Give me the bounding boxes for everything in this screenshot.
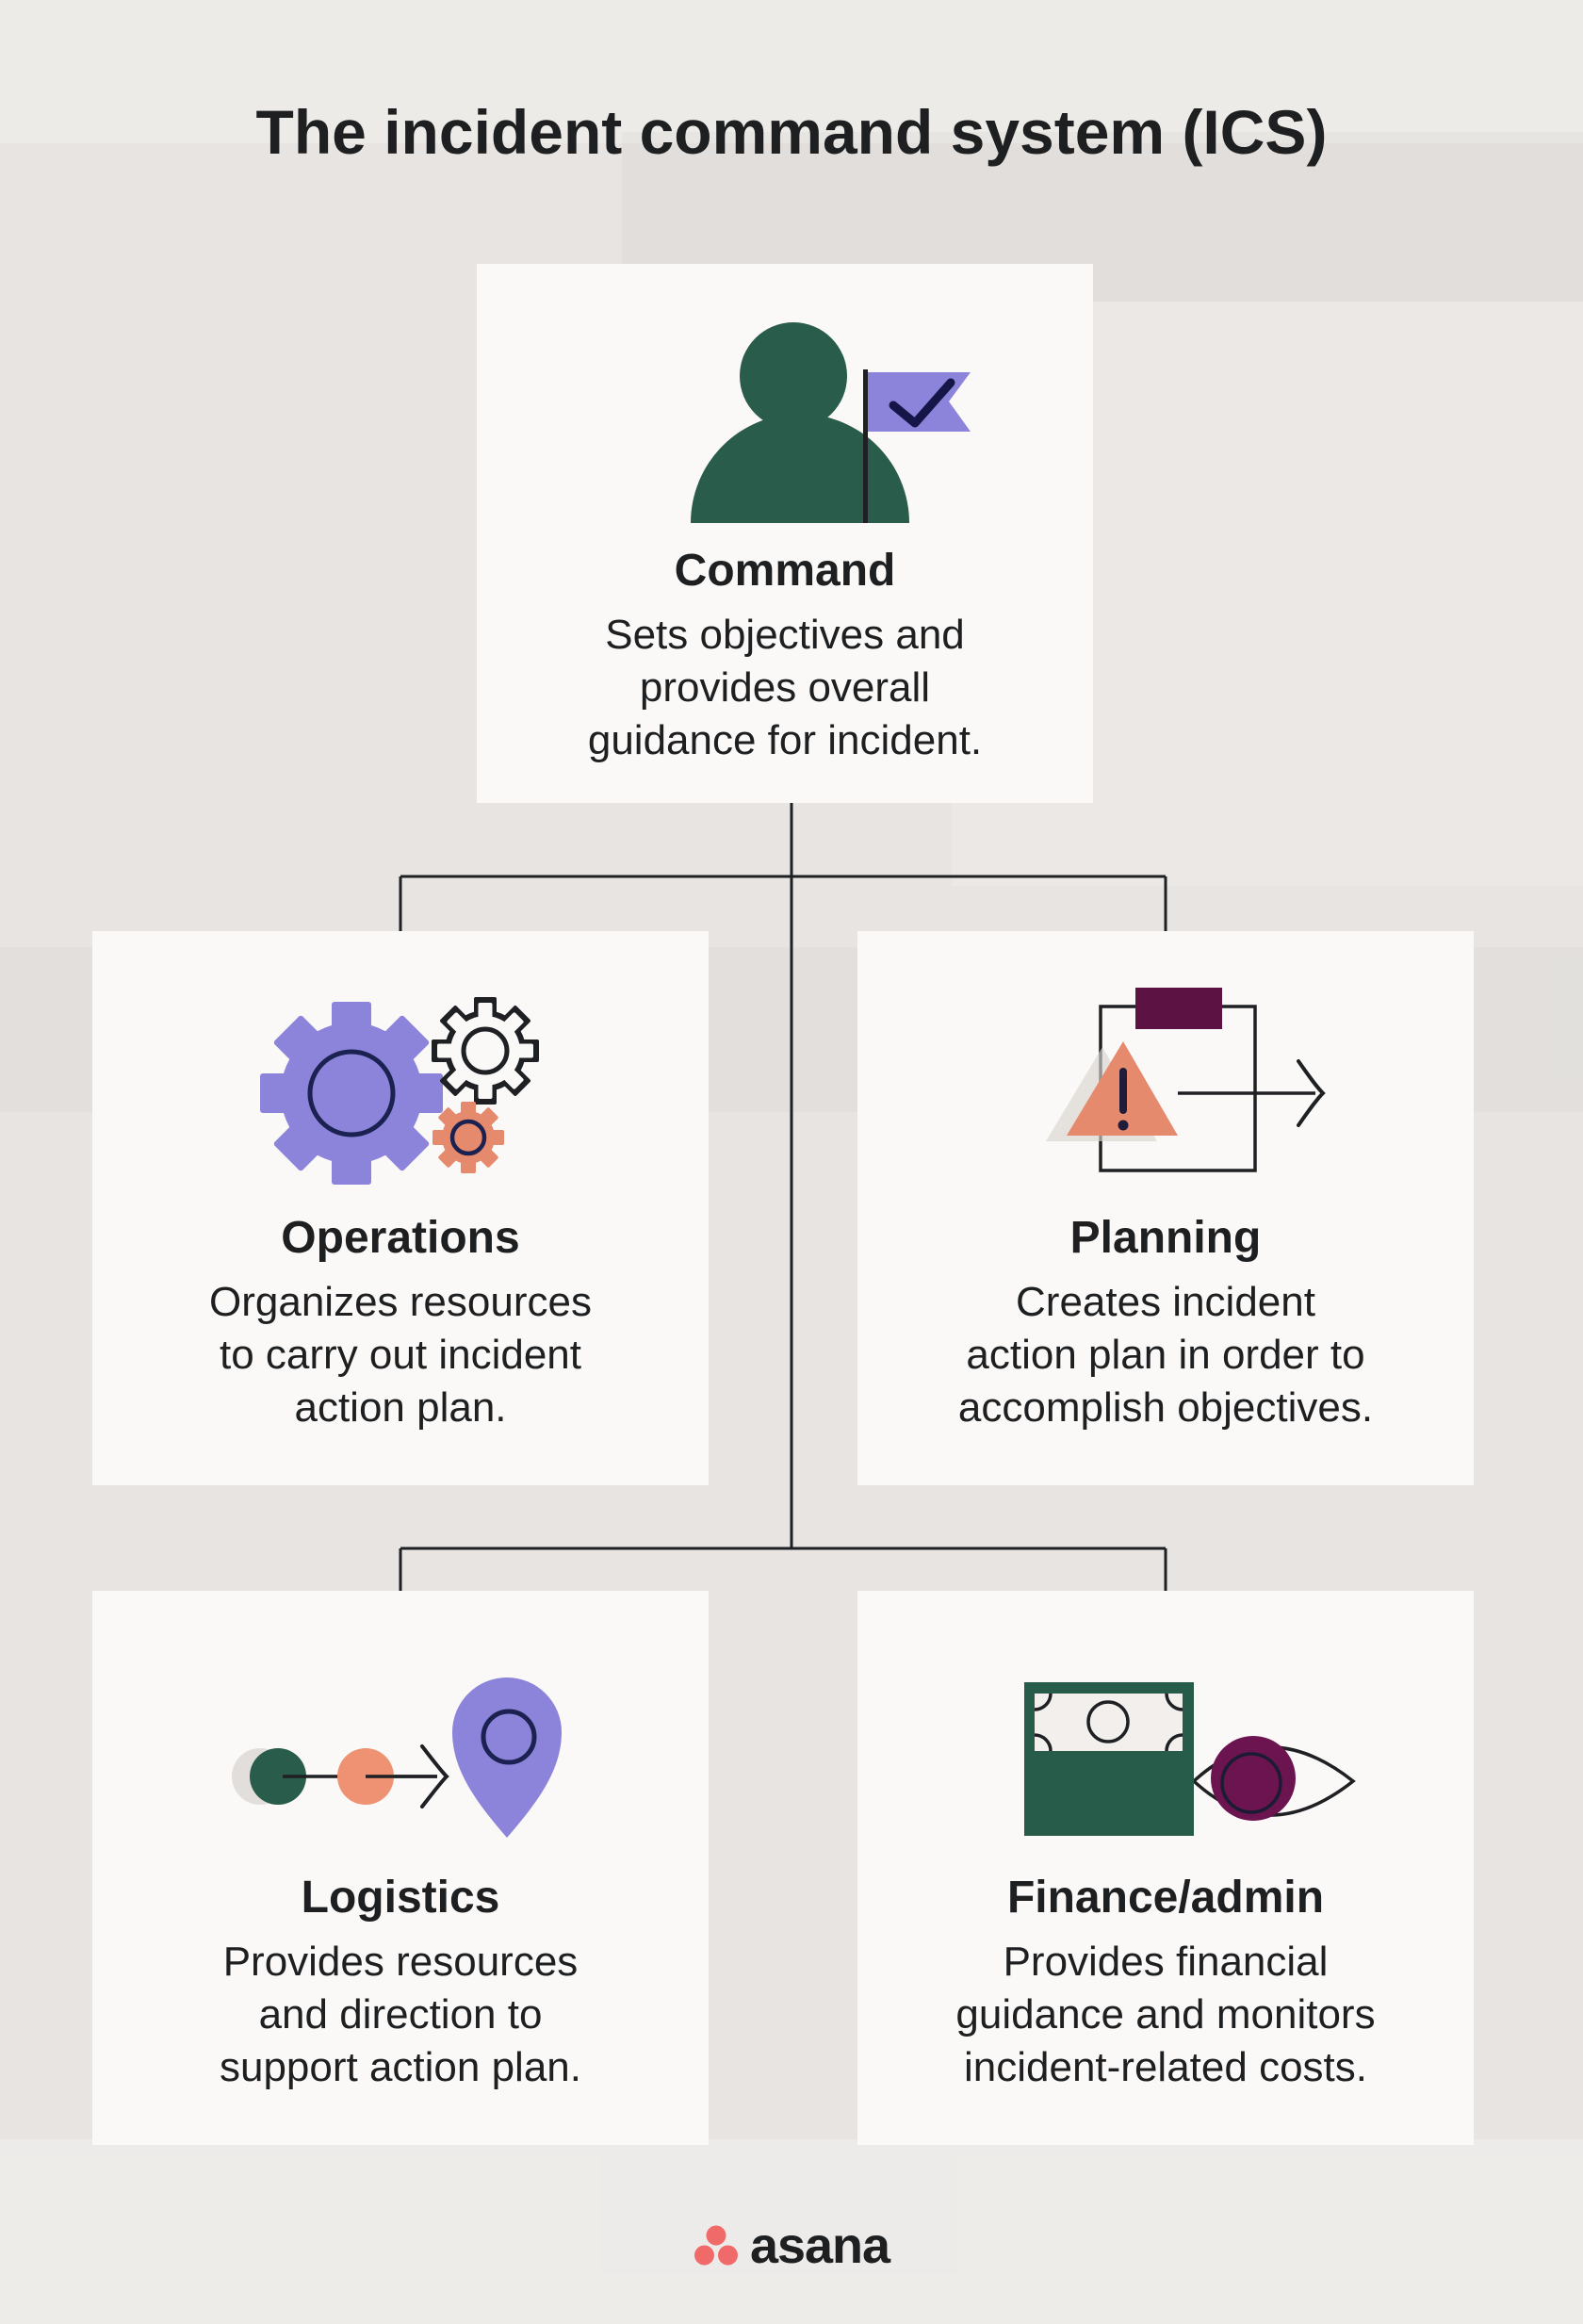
node-title: Operations	[281, 1213, 520, 1263]
node-title: Planning	[1069, 1213, 1262, 1263]
node-description: Creates incident action plan in order to…	[957, 1279, 1374, 1431]
node-card-operations: Operations Organizes resources to carry …	[92, 931, 709, 1485]
node-description: Provides resources and direction to supp…	[219, 1939, 582, 2090]
route-pin-icon	[232, 1678, 562, 1838]
gears-icon	[260, 997, 539, 1185]
alert-plan-arrow-icon	[1046, 988, 1326, 1172]
person-flag-icon	[691, 322, 971, 523]
brand-footer: asana	[0, 2217, 1583, 2275]
node-title: Logistics	[301, 1873, 500, 1923]
node-card-command: Command Sets objectives and provides ove…	[477, 264, 1093, 803]
node-card-planning: Planning Creates incident action plan in…	[857, 931, 1474, 1485]
node-title: Command	[674, 546, 896, 596]
asana-logo-icon	[694, 2225, 738, 2266]
node-card-logistics: Logistics Provides resources and directi…	[92, 1591, 709, 2145]
node-title: Finance/admin	[1006, 1873, 1325, 1923]
node-card-finance: Finance/admin Provides financial guidanc…	[857, 1591, 1474, 2145]
node-description: Provides financial guidance and monitors…	[955, 1939, 1376, 2090]
money-eye-icon	[1024, 1682, 1356, 1836]
node-description: Sets objectives and provides overall gui…	[587, 612, 983, 763]
brand-name: asana	[749, 2218, 890, 2274]
page-title: The incident command system (ICS)	[255, 97, 1328, 167]
node-description: Organizes resources to carry out inciden…	[209, 1279, 592, 1431]
